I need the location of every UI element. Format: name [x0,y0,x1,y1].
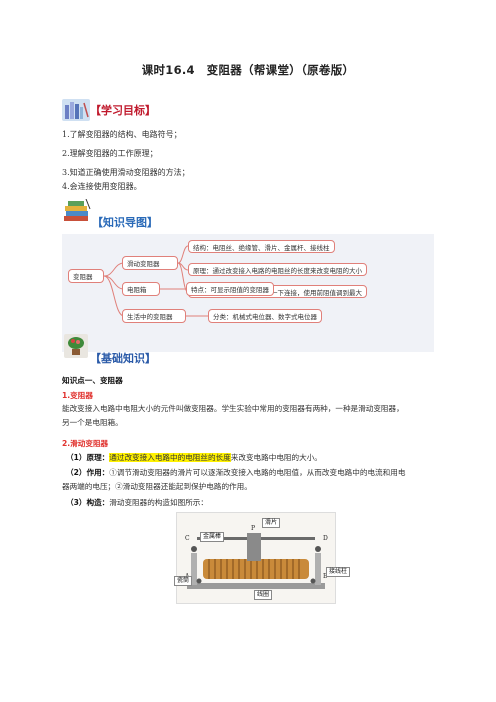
label-terminal: 接线柱 [326,567,351,577]
label-metal-rod: 金属棒 [200,532,225,542]
plant-icon [64,334,88,358]
section-1-title: 1.变阻器 [62,391,93,400]
mindmap-connectors [103,245,208,317]
rheostat-diagram: C P D A B [176,512,336,604]
mindmap-panel: 变阻器 滑动变阻器 电阻箱 生活中的变阻器 结构：电阻丝、绝缘管、滑片、金属杆、… [62,234,434,352]
label-ceramic-tube: 瓷筒 [174,576,193,586]
page-title: 课时16.4 变阻器（帮课堂）（原卷版） [141,63,355,77]
structure-label: （3）构造： [66,498,110,507]
function-label: （2）作用： [66,468,110,477]
terminal-letter-d: D [323,535,328,542]
structure-line: （3）构造：滑动变阻器的构造如图所示： [66,496,208,510]
section-1-text: 能改变接入电路中电阻大小的元件叫做变阻器。学生实验中常用的变阻器有两种，一种是滑… [62,402,440,430]
mindmap-branch-box: 电阻箱 [122,282,160,296]
section-2-title: 2.滑动变阻器 [62,439,109,448]
mindmap-leaf-box-feature: 特点：可显示阻值的变阻器 [186,282,274,296]
section-1-line-a: 能改变接入电路中电阻大小的元件叫做变阻器。学生实验中常用的变阻器有两种，一种是滑… [62,404,404,413]
mindmap-heading: 【知识导图】 [92,216,158,229]
rheostat-illustration [187,533,325,589]
goal-item-2: 2.理解变阻器的工作原理； [62,149,158,158]
function-line-a: ①调节滑动变阻器的滑片可以逐渐改变接入电路的电阻值，从而改变电路中的电流和用电 [109,468,406,477]
goal-item-4: 4.会连接使用变阻器。 [62,182,142,191]
basics-heading: 【基础知识】 [90,352,156,365]
goals-heading: 【学习目标】 [90,104,156,117]
mindmap-leaf-life-types: 分类：机械式电位器、数字式电位器 [208,309,322,323]
section-1-line-b: 另一个是电阻箱。 [62,418,123,427]
principle-label: （1）原理： [66,453,110,462]
structure-text: 滑动变阻器的构造如图所示： [109,498,208,507]
terminal-letter-p: P [251,525,256,532]
knowledge-point-title: 知识点一、变阻器 [62,376,123,385]
function-block: （2）作用：①调节滑动变阻器的滑片可以逐渐改变接入电路的电阻值，从而改变电路中的… [62,466,442,494]
book-stack-icon [62,199,92,223]
label-coil: 线圈 [254,590,273,600]
mindmap-branch-sliding: 滑动变阻器 [122,256,178,270]
terminal-letter-c: C [185,535,190,542]
principle-rest: 来改变电路中电阻的大小。 [230,453,322,462]
mindmap-root: 变阻器 [68,269,104,283]
goal-item-3: 3.知道正确使用滑动变阻器的方法； [62,168,190,177]
terminal-letter-b: B [323,573,327,580]
principle-highlight: 通过改变接入电路中的电阻丝的长度 [109,453,231,462]
mindmap-leaf-structure: 结构：电阻丝、绝缘管、滑片、金属杆、接线柱 [188,240,335,253]
function-line-b: 器两端的电压；②滑动变阻器还能起到保护电路的作用。 [62,482,252,491]
books-icon [62,99,90,121]
principle-line: （1）原理：通过改变接入电路中的电阻丝的长度来改变电路中电阻的大小。 [66,451,322,465]
goal-item-1: 1.了解变阻器的结构、电路符号； [62,130,182,139]
mindmap-leaf-principle: 原理：通过改变接入电路的电阻丝的长度来改变电阻的大小 [188,263,367,276]
mindmap-branch-life: 生活中的变阻器 [122,309,186,323]
label-slider: 滑片 [262,518,281,528]
